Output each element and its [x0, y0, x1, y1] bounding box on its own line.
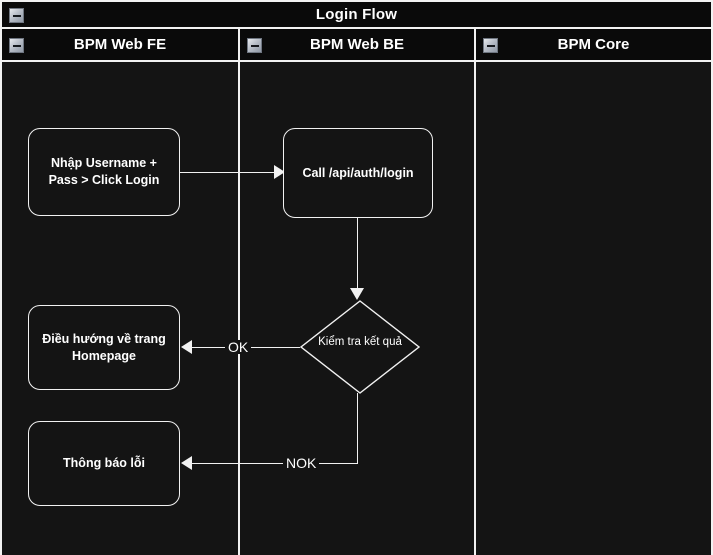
- minus-box-icon[interactable]: [9, 8, 24, 23]
- arrowhead-gateway-to-error: [181, 456, 192, 470]
- minus-box-icon-be[interactable]: [247, 38, 262, 53]
- lane-label-fe: BPM Web FE: [73, 36, 167, 53]
- connector-login-to-api: [180, 172, 277, 173]
- minus-box-icon-core[interactable]: [483, 38, 498, 53]
- task-call-api-label: Call /api/auth/login: [302, 165, 414, 180]
- lane-header-core: BPM Core: [476, 29, 711, 62]
- task-login-input-label: Nhập Username +Pass > Click Login: [48, 156, 160, 187]
- task-call-api[interactable]: Call /api/auth/login: [283, 128, 433, 218]
- lane-label-core: BPM Core: [557, 36, 630, 53]
- task-login-input[interactable]: Nhập Username +Pass > Click Login: [28, 128, 180, 216]
- pool-title-bar: Login Flow: [2, 2, 711, 29]
- pool-title: Login Flow: [315, 6, 398, 23]
- connector-gateway-nok-vertical: [357, 393, 358, 464]
- task-show-error[interactable]: Thông báo lỗi: [28, 421, 180, 506]
- arrowhead-login-to-api: [274, 165, 285, 179]
- gateway-check-result[interactable]: Kiểm tra kết quả: [300, 300, 420, 394]
- connector-gateway-nok-horizontal: [186, 463, 358, 464]
- lane-header-fe: BPM Web FE: [2, 29, 238, 62]
- edge-label-nok: NOK: [283, 456, 320, 470]
- gateway-check-result-label: Kiểm tra kết quả: [318, 336, 402, 348]
- minus-box-icon-fe[interactable]: [9, 38, 24, 53]
- lane-separator-be-core: [474, 29, 476, 555]
- gateway-diamond-shape: [300, 300, 420, 394]
- connector-api-to-gateway: [357, 218, 358, 296]
- task-show-error-label: Thông báo lỗi: [63, 456, 145, 471]
- arrowhead-gateway-to-homepage: [181, 340, 192, 354]
- lane-header-be: BPM Web BE: [240, 29, 474, 62]
- arrowhead-api-to-gateway: [350, 288, 364, 300]
- lane-separator-fe-be: [238, 29, 240, 555]
- edge-label-ok: OK: [225, 340, 252, 354]
- lane-label-be: BPM Web BE: [310, 36, 404, 53]
